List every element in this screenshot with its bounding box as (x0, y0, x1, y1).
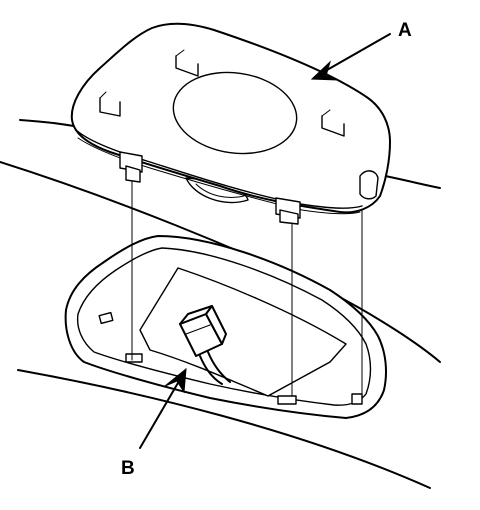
mounting-recess (64, 235, 387, 419)
cover-clip-top-right-edge (321, 109, 331, 117)
recess-slot-left (98, 311, 114, 325)
callout-b: B (121, 367, 187, 479)
cover-lens-oval (172, 71, 298, 155)
cover-tab-right-hook (279, 209, 299, 225)
cover-clip-left-edge (99, 91, 107, 99)
callout-a-arrowhead (310, 60, 339, 81)
cover-outer-shell (70, 22, 391, 214)
cover-clip-top-right (321, 115, 345, 137)
cover-underside-bulb-rib (195, 183, 245, 198)
callout-b-arrowhead (164, 367, 187, 394)
headliner-edge-upper-right (384, 175, 441, 189)
cover-end-hook (359, 170, 379, 200)
callout-b-label: B (121, 458, 135, 479)
cover-flange-lip (77, 137, 361, 215)
callout-a-leader (319, 33, 391, 75)
cover-clip-top-left-edge (175, 49, 185, 57)
recess-slot-front (125, 353, 143, 363)
recess-slot-right (351, 393, 363, 405)
alignment-guides (131, 179, 363, 397)
connector-body-side (205, 305, 227, 345)
callout-a: A (310, 20, 412, 81)
headliner-contour-lower (17, 369, 431, 489)
connector-wire-1 (199, 355, 223, 385)
recess-slot-bottom (277, 395, 297, 405)
cover-a (70, 22, 391, 225)
connector-latch-line (185, 324, 211, 335)
cover-clip-top-left (175, 55, 199, 77)
wiring-bracket-plate (139, 267, 347, 397)
callout-b-leader (139, 375, 183, 449)
cover-lower-flange (75, 129, 363, 209)
recess-inner-rim (76, 247, 372, 406)
connector-b (179, 305, 231, 385)
callout-a-label: A (398, 20, 412, 41)
cover-clip-left (99, 97, 121, 117)
connector-wire-2 (207, 351, 231, 383)
cover-tab-left-hook (125, 165, 141, 183)
bracket-plate-edge (267, 361, 331, 397)
